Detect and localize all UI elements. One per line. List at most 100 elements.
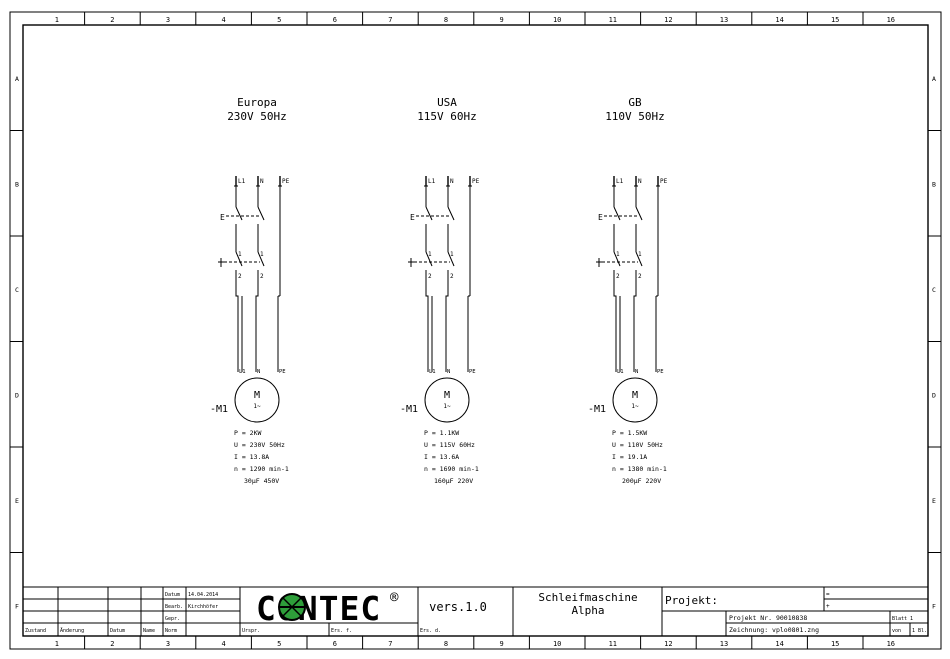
- bearb-value: Kirchhöfer: [188, 604, 218, 610]
- motor-phase: 1~: [443, 403, 451, 410]
- column-number: 2: [110, 16, 114, 24]
- column-number: 16: [887, 640, 895, 648]
- datum2-label: Datum: [110, 628, 125, 634]
- datum-label: Datum: [165, 592, 180, 598]
- outer-frame: [9, 11, 942, 650]
- contact-bottom: 2: [428, 273, 432, 280]
- column-number: 3: [166, 640, 170, 648]
- product-line-1: Schleifmaschine: [538, 591, 637, 604]
- motor-terminal-label: PE: [657, 369, 664, 375]
- motor-spec: P = 1.5KW: [612, 429, 647, 437]
- zustand-label: Zustand: [25, 628, 46, 634]
- row-letter: E: [932, 497, 936, 505]
- motor-spec: P = 1.1KW: [424, 429, 459, 437]
- terminal-label: L1: [616, 178, 624, 185]
- row-letter: D: [932, 391, 936, 399]
- row-letter: D: [15, 391, 19, 399]
- version-label: vers.1.0: [429, 600, 487, 614]
- column-number: 8: [444, 640, 448, 648]
- row-letter: A: [15, 75, 19, 83]
- terminal-label: PE: [282, 178, 290, 185]
- motor-spec: I = 19.1A: [612, 453, 647, 461]
- motor-phase: 1~: [253, 403, 261, 410]
- column-number: 11: [609, 640, 617, 648]
- contact-bottom: 2: [616, 273, 620, 280]
- column-number: 7: [388, 640, 392, 648]
- row-letter: E: [15, 497, 19, 505]
- column-number: 10: [553, 640, 561, 648]
- eq-mark: =: [826, 591, 830, 598]
- column-number: 8: [444, 16, 448, 24]
- plus-mark: +: [826, 603, 830, 610]
- projekt-nr: Projekt Nr. 90010838: [729, 614, 807, 622]
- supply-label: 110V 50Hz: [605, 110, 665, 123]
- switch-label: E: [410, 213, 415, 222]
- logo-text: CONTEC: [256, 589, 381, 628]
- motor-terminal-label: PE: [469, 369, 476, 375]
- logo-registered-mark: ®: [390, 590, 399, 606]
- contact-top: 1: [238, 251, 242, 258]
- title-block: Datum 14.04.2014 Bearb. Kirchhöfer Gepr.…: [22, 586, 929, 637]
- product-line-2: Alpha: [571, 604, 604, 617]
- motor-symbol-icon: [424, 377, 470, 423]
- column-number: 5: [277, 640, 281, 648]
- motor-letter: M: [632, 390, 638, 401]
- motor-terminal-label: L1: [429, 369, 436, 375]
- ers-d-label: Ers. d.: [420, 628, 441, 634]
- motor-reference: -M1: [400, 404, 418, 415]
- motor-spec: 200µF 220V: [622, 477, 661, 485]
- contact-top: 1: [450, 251, 454, 258]
- switch-label: E: [220, 213, 225, 222]
- blatt-total: 1 Bl.: [912, 628, 927, 634]
- terminal-label: PE: [472, 178, 480, 185]
- motor-symbol-icon: [612, 377, 658, 423]
- blatt-label: Blatt 1: [892, 616, 913, 622]
- contact-bottom: 2: [260, 273, 264, 280]
- motor-terminal-label: PE: [279, 369, 286, 375]
- column-number: 13: [720, 16, 728, 24]
- motor-spec: 160µF 220V: [434, 477, 473, 485]
- column-number: 1: [55, 640, 59, 648]
- terminal-label: N: [638, 178, 642, 185]
- column-number: 9: [499, 640, 503, 648]
- motor-letter: M: [444, 390, 450, 401]
- column-number: 13: [720, 640, 728, 648]
- column-number: 11: [609, 16, 617, 24]
- region-title: USA: [437, 96, 457, 109]
- von-label: von: [892, 628, 901, 634]
- row-letter: C: [932, 286, 936, 294]
- region-title: GB: [628, 96, 642, 109]
- column-number: 10: [553, 16, 561, 24]
- motor-terminal-label: N: [635, 369, 638, 375]
- motor-spec: I = 13.8A: [234, 453, 269, 461]
- norm-label: Norm: [165, 628, 177, 634]
- motor-terminal-label: L1: [617, 369, 624, 375]
- contact-top: 1: [428, 251, 432, 258]
- column-number: 12: [664, 640, 672, 648]
- gepr-label: Gepr.: [165, 616, 180, 622]
- column-number: 2: [110, 640, 114, 648]
- supply-label: 230V 50Hz: [227, 110, 287, 123]
- projekt-label: Projekt:: [665, 594, 718, 607]
- contact-bottom: 2: [450, 273, 454, 280]
- datum-value: 14.04.2014: [188, 592, 218, 598]
- column-number: 4: [221, 640, 225, 648]
- contact-bottom: 2: [238, 273, 242, 280]
- motor-spec: n = 1690 min-1: [424, 465, 479, 473]
- motor-spec: I = 13.6A: [424, 453, 459, 461]
- terminal-label: PE: [660, 178, 668, 185]
- row-letter: A: [932, 75, 936, 83]
- motor-terminal-label: N: [447, 369, 450, 375]
- motor-spec: n = 1290 min-1: [234, 465, 289, 473]
- motor-spec: U = 230V 50Hz: [234, 441, 285, 449]
- zeichnung-label: Zeichnung: vplo0801.zng: [729, 626, 819, 634]
- ers-f-label: Ers. f.: [331, 628, 352, 634]
- contact-bottom: 2: [638, 273, 642, 280]
- motor-spec: n = 1380 min-1: [612, 465, 667, 473]
